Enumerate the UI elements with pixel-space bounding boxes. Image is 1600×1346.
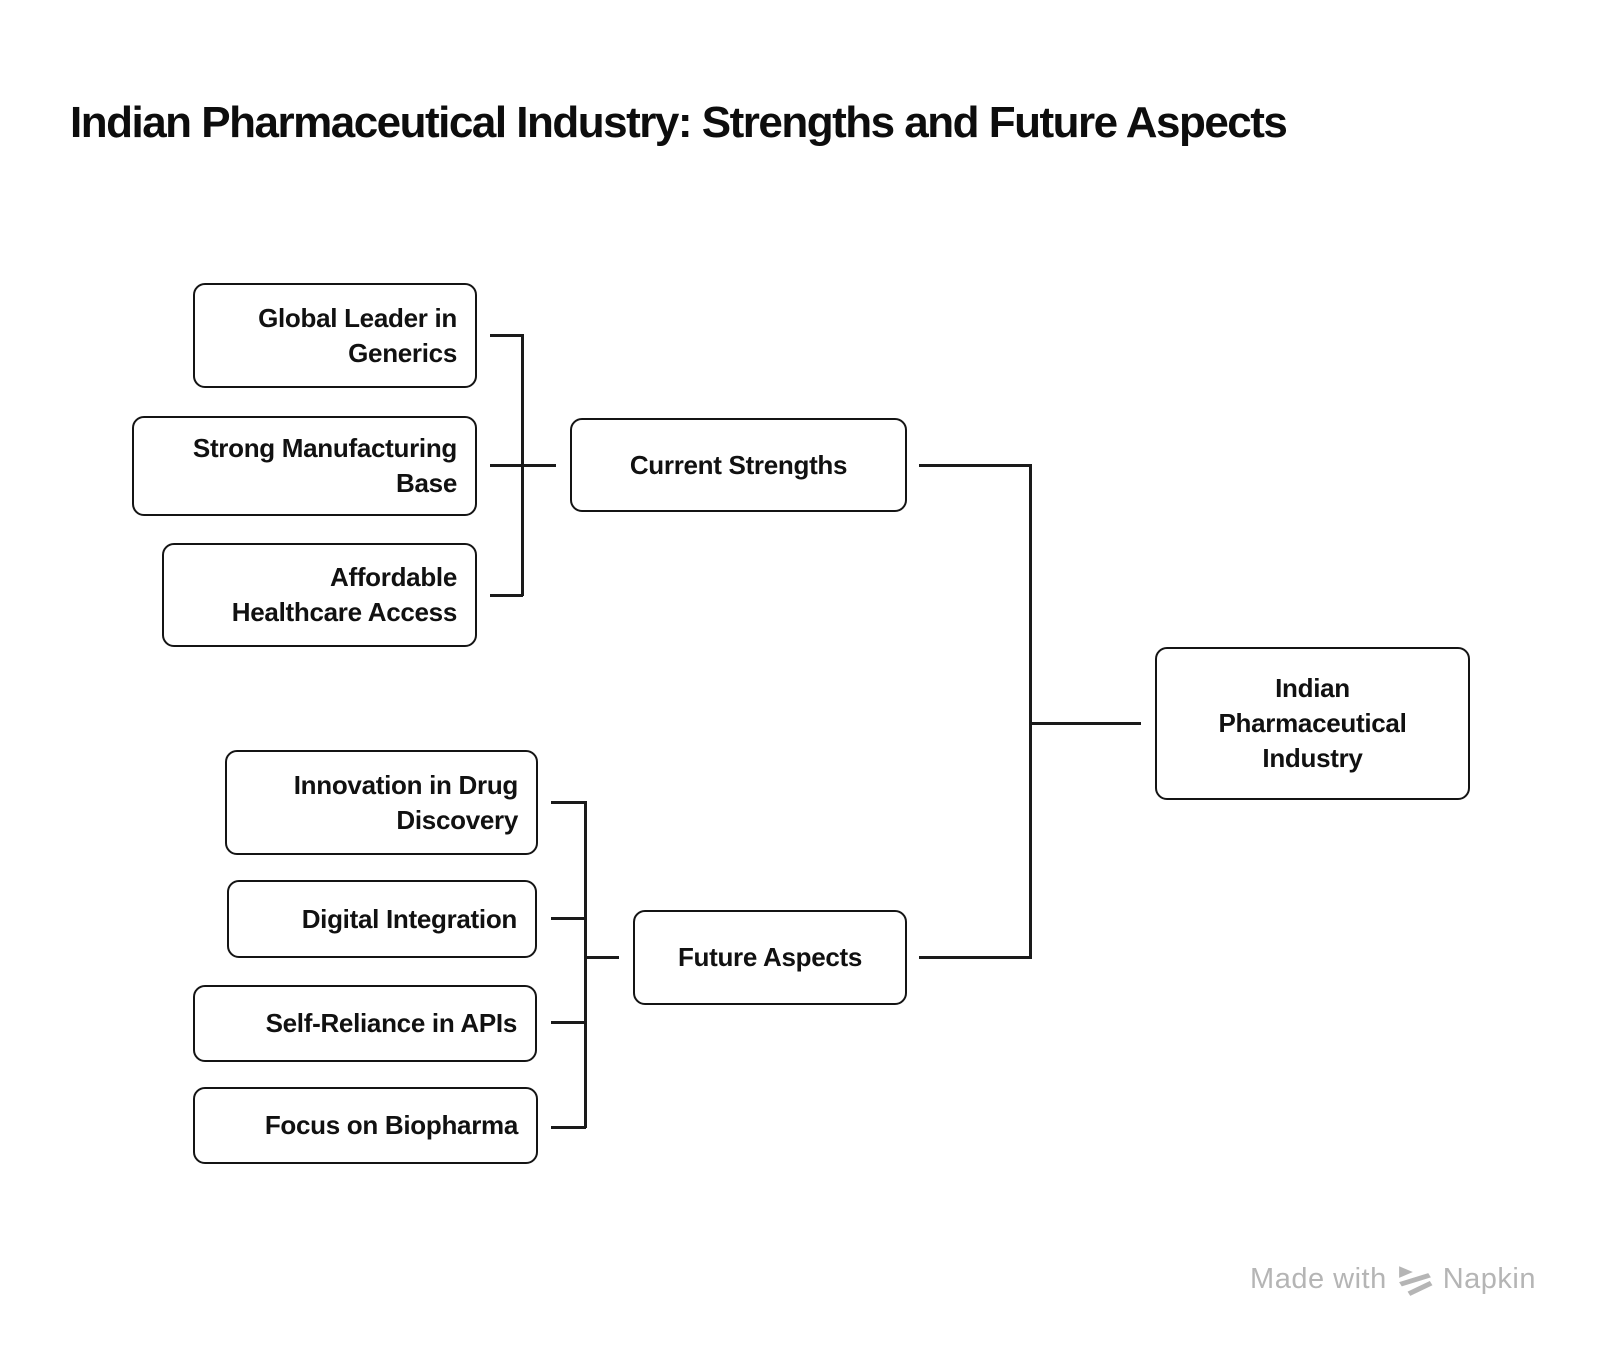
node-strong-manufacturing-base: Strong Manufacturing Base <box>132 416 477 516</box>
connector-affordable-stub <box>490 594 523 597</box>
node-self-reliance-in-apis: Self-Reliance in APIs <box>193 985 537 1062</box>
node-digital-integration: Digital Integration <box>227 880 537 958</box>
watermark: Made with Napkin <box>1250 1263 1536 1296</box>
node-future-aspects: Future Aspects <box>633 910 907 1005</box>
node-current-strengths: Current Strengths <box>570 418 907 512</box>
watermark-brand-text: Napkin <box>1442 1263 1536 1295</box>
connector-current-strengths-to-trunk <box>919 464 1031 467</box>
connector-innovation-stub <box>551 801 586 804</box>
connector-trunk-vertical <box>1029 464 1032 959</box>
connector-manufacturing-stub <box>490 464 556 467</box>
node-innovation-in-drug-discovery: Innovation in Drug Discovery <box>225 750 538 855</box>
diagram-title: Indian Pharmaceutical Industry: Strength… <box>70 98 1288 147</box>
node-global-leader-in-generics: Global Leader in Generics <box>193 283 477 388</box>
node-focus-on-biopharma: Focus on Biopharma <box>193 1087 538 1164</box>
napkin-logo-icon <box>1397 1264 1433 1296</box>
connector-trunk-to-root <box>1031 722 1141 725</box>
connector-biopharma-stub <box>551 1126 586 1129</box>
node-indian-pharmaceutical-industry: Indian Pharmaceutical Industry <box>1155 647 1470 800</box>
connector-digital-stub <box>551 917 586 920</box>
connector-future-aspects-bracket <box>584 801 587 1128</box>
node-affordable-healthcare-access: Affordable Healthcare Access <box>162 543 477 647</box>
connector-self-reliance-stub <box>551 1021 586 1024</box>
connector-future-aspects-to-trunk <box>919 956 1031 959</box>
watermark-made-with-text: Made with <box>1250 1263 1387 1295</box>
connector-global-leader-stub <box>490 334 523 337</box>
connector-future-aspects-stub <box>586 956 619 959</box>
